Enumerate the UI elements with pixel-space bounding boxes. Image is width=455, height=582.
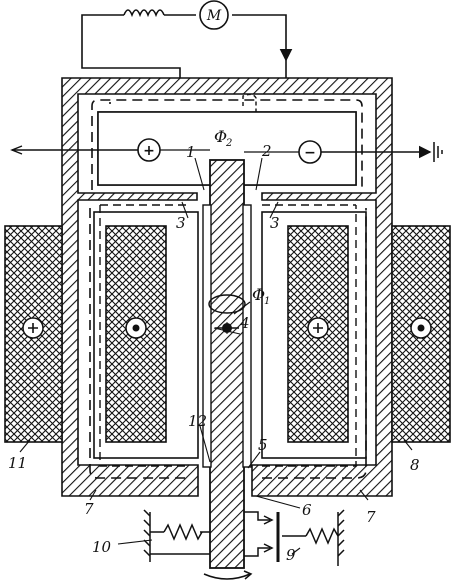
bottom-mechanism <box>143 509 345 580</box>
label-6: 6 <box>302 501 312 519</box>
label-10: 10 <box>92 538 112 556</box>
label-7-left: 7 <box>84 500 94 518</box>
spring-icon <box>163 523 203 541</box>
winding-markers <box>22 317 432 339</box>
label-12: 12 <box>188 412 207 430</box>
label-4: 4 <box>239 314 250 332</box>
motor: M <box>199 0 229 30</box>
flux-phi1-symbol: Φ <box>252 285 265 304</box>
label-9: 9 <box>286 546 296 564</box>
ground-symbol-icon <box>433 142 443 162</box>
flux-labels: Φ 2 Φ 1 <box>214 127 270 307</box>
flux-phi1-sub: 1 <box>264 296 270 307</box>
label-1: 1 <box>186 143 196 161</box>
label-3-left: 3 <box>176 214 186 232</box>
motor-circle-icon <box>199 0 229 30</box>
inductor-coil-icon <box>123 9 165 18</box>
label-5: 5 <box>258 436 268 454</box>
label-3-right: 3 <box>270 214 280 232</box>
flux-phi2-marker <box>242 93 257 112</box>
svg-text:−: − <box>304 145 316 161</box>
leader-lines <box>19 157 413 555</box>
label-8: 8 <box>410 456 420 474</box>
svg-text:+: + <box>143 143 155 159</box>
label-11: 11 <box>8 454 27 472</box>
field-coil-left <box>4 225 63 443</box>
part-labels: 1 2 3 3 4 5 6 7 7 8 9 10 11 12 <box>8 142 420 564</box>
flux-phi2-symbol: Φ <box>214 127 227 146</box>
label-7-right: 7 <box>366 508 376 526</box>
motor-label: M <box>206 8 222 24</box>
spring-icon <box>305 527 339 545</box>
rotor-cylinder-left <box>202 204 212 468</box>
flux-phi1-loop <box>208 294 246 314</box>
top-circuit <box>81 9 293 78</box>
rotor-shaft <box>209 159 245 569</box>
circuit-wire-left <box>81 14 181 78</box>
flux-path-outer <box>89 99 367 479</box>
rotation-arrow-icon <box>203 573 251 580</box>
flux-path-inner <box>99 204 357 467</box>
flux-phi2-sub: 2 <box>225 138 232 149</box>
brush-terminals: + − <box>10 138 443 164</box>
label-2: 2 <box>261 142 272 160</box>
rotor-cylinder-right <box>242 204 252 468</box>
circuit-wire-right <box>232 14 293 62</box>
